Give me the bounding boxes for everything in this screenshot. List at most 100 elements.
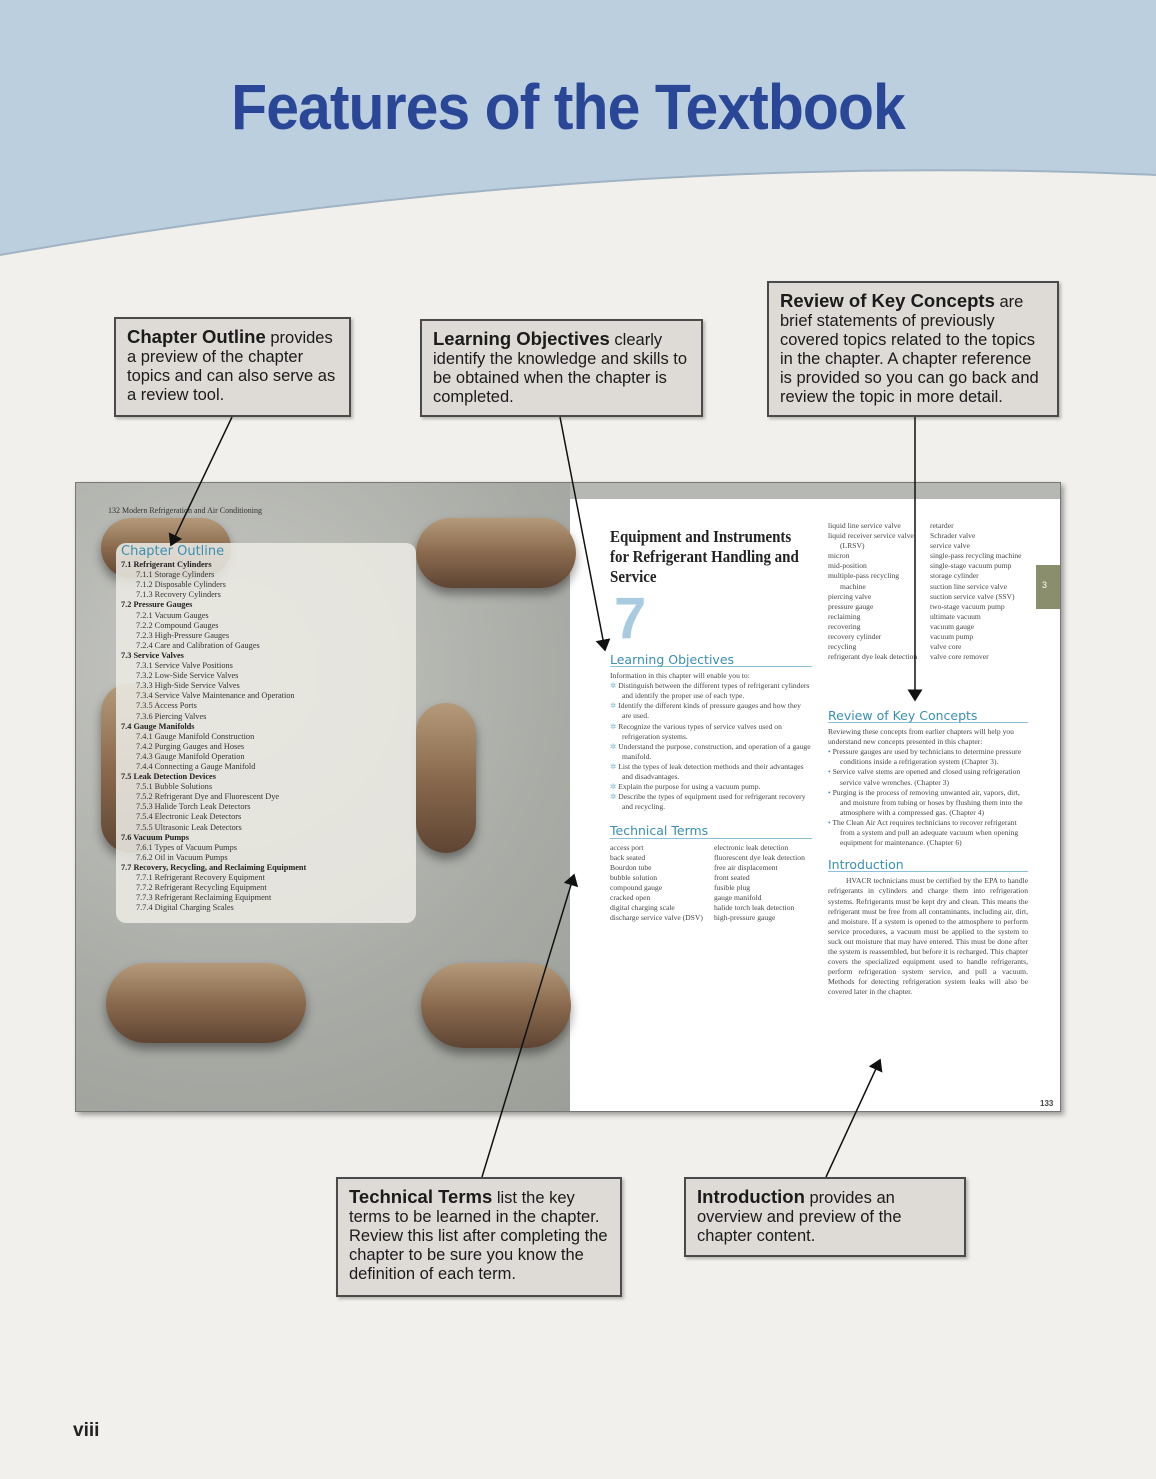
textbook-spread: 132 Modern Refrigeration and Air Conditi… [75,482,1061,1112]
technical-term: mid-position [828,561,867,571]
concept-item: Pressure gauges are used by technicians … [828,747,1028,767]
technical-term: vacuum pump [930,632,974,642]
outline-subsection: 7.1.1 Storage Cylinders [136,570,215,580]
callout-text: are brief statements of previously cover… [780,293,1039,406]
technical-terms-heading: Technical Terms [610,825,812,839]
technical-term: retarder [930,521,954,530]
technical-term: fluorescent dye leak detection [714,852,805,862]
technical-term: halide torch leak detection [714,903,795,913]
outline-subsection: 7.3.1 Service Valve Positions [136,661,233,671]
objective-item: Describe the types of equipment used for… [610,792,812,812]
callout-text: provides an overview and preview of the … [697,1189,902,1245]
callout-text: provides a preview of the chapter topics… [127,329,336,404]
technical-term: piercing valve [828,591,872,601]
outline-subsection: 7.3.2 Low-Side Service Valves [136,671,239,681]
technical-term: cracked open [610,892,651,902]
outline-subsection: 7.2.3 High-Pressure Gauges [136,630,230,640]
outline-section: 7.3 Service Valves [121,650,184,660]
technical-term: Bourdon tube [610,862,652,872]
technical-term: fusible plug [714,882,751,892]
outline-subsection: 7.2.2 Compound Gauges [136,620,219,630]
technical-term: liquid receiver service valve (LRSV) [828,531,914,551]
handle-image [421,963,571,1048]
rk-intro: Reviewing these concepts from earlier ch… [828,727,1014,747]
technical-term: reclaiming [828,611,861,621]
technical-term: liquid line service valve [828,521,901,530]
page-title: Features of the Textbook [231,71,906,143]
learning-objectives-heading: Learning Objectives [610,653,812,668]
chapter-number: 7 [614,586,647,651]
callout-introduction: Introduction provides an overview and pr… [684,1177,966,1257]
introduction-text: HVACR technicians must be certified by t… [828,876,1028,997]
callout-chapter-outline: Chapter Outline provides a preview of th… [114,317,351,417]
handle-image [416,703,476,853]
running-head: 132 Modern Refrigeration and Air Conditi… [108,506,262,515]
callout-heading: Technical Terms [349,1186,493,1207]
page-number: 133 [1040,1099,1054,1108]
outline-subsection: 7.3.4 Service Valve Maintenance and Oper… [136,691,295,701]
outline-section: 7.1 Refrigerant Cylinders [121,560,212,570]
outline-subsection: 7.2.1 Vacuum Gauges [136,610,209,620]
outline-subsection: 7.1.2 Disposable Cylinders [136,580,226,590]
outline-subsection: 7.2.4 Care and Calibration of Gauges [136,640,260,650]
outline-section: 7.2 Pressure Gauges [121,600,193,610]
callout-text: clearly identify the knowledge and skill… [433,331,688,406]
objective-item: Distinguish between the different types … [610,681,812,701]
handle-image [416,518,576,588]
callout-review-key-concepts: Review of Key Concepts are brief stateme… [767,281,1059,417]
technical-term: suction line service valve [930,581,1007,591]
outline-section: 7.4 Gauge Manifolds [121,721,195,731]
technical-term: recycling [828,642,857,652]
technical-term: single-pass recycling machine [930,551,1022,561]
callout-heading: Learning Objectives [433,328,610,349]
technical-term: digital charging scale [610,903,675,913]
technical-term: electronic leak detection [714,842,789,852]
objective-item: Identify the different kinds of pressure… [610,701,812,721]
outline-subsection: 7.7.2 Refrigerant Recycling Equipment [136,883,267,893]
handle-image [106,963,306,1043]
callout-heading: Review of Key Concepts [780,290,995,311]
technical-term: ultimate vacuum [930,611,981,621]
technical-term: back seated [610,852,646,862]
outline-section: 7.5 Leak Detection Devices [121,772,216,782]
outline-section: 7.6 Vacuum Pumps [121,832,190,842]
outline-subsection: 7.5.4 Electronic Leak Detectors [136,812,242,822]
callout-learning-objectives: Learning Objectives clearly identify the… [420,319,703,417]
outline-subsection: 7.5.2 Refrigerant Dye and Fluorescent Dy… [136,792,280,802]
outline-subsection: 7.7.4 Digital Charging Scales [136,903,234,913]
technical-term: free air displacement [714,862,778,872]
outline-subsection: 7.4.2 Purging Gauges and Hoses [136,741,245,751]
thumb-tab: 3 [1036,565,1060,609]
outline-subsection: 7.6.2 Oil in Vacuum Pumps [136,852,228,862]
lo-intro: Information in this chapter will enable … [610,671,750,681]
header-band [0,0,1156,256]
technical-term: micron [828,551,850,561]
left-page: 132 Modern Refrigeration and Air Conditi… [76,483,576,1111]
callout-text: list the key terms to be learned in the … [349,1189,608,1283]
technical-term: suction service valve (SSV) [930,591,1015,601]
technical-term: pressure gauge [828,601,874,611]
callout-heading: Introduction [697,1186,805,1207]
outline-subsection: 7.1.3 Recovery Cylinders [136,590,221,600]
technical-term: multiple-pass recycling machine [828,571,900,591]
technical-term: valve core [930,642,962,652]
outline-subsection: 7.6.1 Types of Vacuum Pumps [136,842,237,852]
concept-item: The Clean Air Act requires technicians t… [828,818,1028,848]
outline-subsection: 7.7.1 Refrigerant Recovery Equipment [136,873,265,882]
technical-term: gauge manifold [714,892,762,902]
technical-term: valve core remover [930,652,989,662]
technical-term: access port [610,842,644,852]
technical-term: discharge service valve (DSV) [610,913,703,923]
outline-subsection: 7.5.5 Ultrasonic Leak Detectors [136,822,242,832]
outline-subsection: 7.3.5 Access Ports [136,701,197,711]
technical-term: high-pressure gauge [714,913,776,923]
technical-term: recovery cylinder [828,632,882,642]
objective-item: Explain the purpose for using a vacuum p… [610,782,812,792]
outline-subsection: 7.4.1 Gauge Manifold Construction [136,731,255,741]
objective-item: List the types of leak detection methods… [610,762,812,782]
technical-term: service valve [930,541,970,551]
outline-title: Chapter Outline [121,544,225,559]
right-page: Equipment and Instruments for Refrigeran… [570,499,1060,1111]
review-key-concepts-heading: Review of Key Concepts [828,709,1028,724]
